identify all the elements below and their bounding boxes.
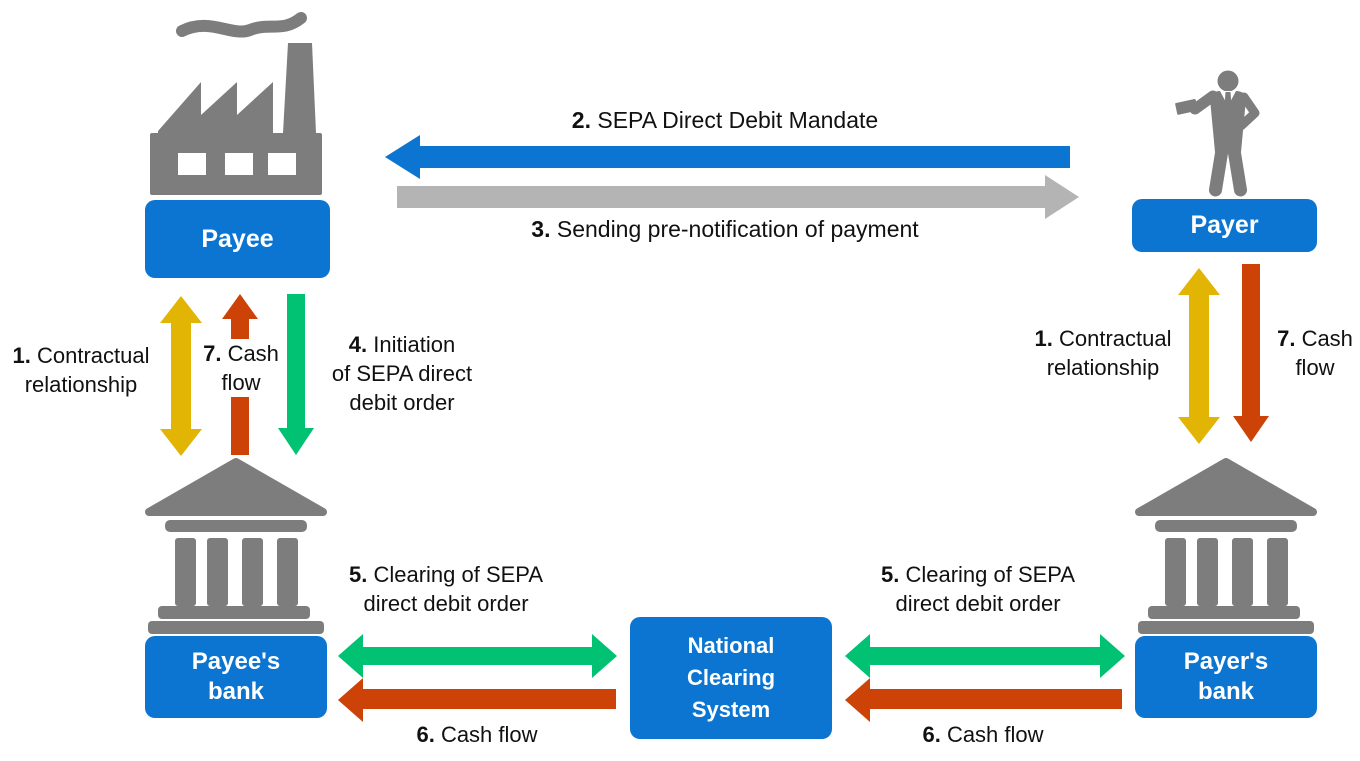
arrow-shaft	[418, 146, 1070, 168]
step-number: 2.	[571, 107, 591, 133]
payee-bank-label: Payee's	[191, 648, 281, 675]
arrow-head-down	[160, 429, 202, 456]
payer-bank-label: bank	[1197, 678, 1254, 705]
payee-bank-node: Payee's bank	[145, 636, 327, 718]
payer-bank-label: Payer's	[1183, 648, 1269, 675]
businessman-icon	[1175, 70, 1260, 197]
step-text: debit order	[349, 390, 455, 415]
arrow-head-left	[338, 634, 363, 678]
arrow-head-right	[1100, 634, 1125, 678]
arrow-shaft	[397, 186, 1045, 208]
payer-node-label: Payer	[1190, 211, 1259, 239]
arrow-shaft	[868, 647, 1102, 665]
arrow-shaft	[361, 647, 594, 665]
arrow-head-left	[845, 678, 870, 722]
arrow-shaft	[1189, 293, 1209, 419]
factory-icon	[150, 12, 322, 195]
step-number: 1.	[1034, 326, 1053, 351]
ncs-label: Clearing	[686, 665, 776, 690]
step-text: Cash flow	[440, 722, 538, 747]
payer-bank-icon	[1135, 458, 1317, 634]
arrow-head-down	[1233, 416, 1269, 442]
label-step7-right: 7. Cash flow	[1272, 324, 1358, 382]
arrow-head-left	[385, 135, 420, 179]
step-text: relationship	[24, 372, 138, 397]
label-step5-left: 5. Clearing of SEPA direct debit order	[335, 560, 557, 618]
step-text: Clearing of SEPA	[373, 562, 544, 587]
label-step6-right: 6. Cash flow	[858, 720, 1108, 749]
payee-bank-icon	[145, 458, 327, 634]
label-step5-right: 5. Clearing of SEPA direct debit order	[867, 560, 1089, 618]
step-text: Contractual	[36, 343, 150, 368]
step-text: Cash flow	[946, 722, 1044, 747]
step-text: Cash	[227, 341, 279, 366]
arrow-shaft	[1242, 264, 1260, 418]
step-text: relationship	[1046, 355, 1160, 380]
payer-node: Payer	[1132, 199, 1317, 252]
arrow-head-left	[845, 634, 870, 678]
step-number: 6.	[922, 722, 941, 747]
payee-node-label: Payee	[201, 224, 274, 253]
step-text: flow	[221, 370, 261, 395]
payee-node: Payee	[145, 200, 330, 278]
step-text: Sending pre-notification of payment	[556, 216, 919, 242]
step-text: Initiation	[373, 332, 456, 357]
arrow-head-down	[1178, 417, 1220, 444]
step-text: flow	[1295, 355, 1335, 380]
label-step1-right: 1. Contractual relationship	[1023, 324, 1183, 382]
step-text: Cash	[1301, 326, 1353, 351]
arrow-head-right	[592, 634, 617, 678]
step-number: 6.	[416, 722, 435, 747]
step-text: SEPA Direct Debit Mandate	[597, 107, 879, 133]
arrow-head-left	[338, 678, 363, 722]
label-step7-left: 7. Cash flow	[198, 339, 284, 397]
label-step3-pre-notification: 3. Sending pre-notification of payment	[450, 215, 1000, 244]
arrow-shaft	[868, 689, 1122, 709]
ncs-label: National	[687, 633, 775, 658]
arrow-head-right	[1045, 175, 1079, 219]
label-step1-left: 1. Contractual relationship	[2, 341, 160, 399]
national-clearing-system-node: National Clearing System	[630, 617, 832, 739]
payer-bank-node: Payer's bank	[1135, 636, 1317, 718]
step-number: 5.	[348, 562, 368, 587]
arrow-head-up	[1178, 268, 1220, 295]
ncs-label: System	[691, 697, 771, 722]
label-step6-left: 6. Cash flow	[352, 720, 602, 749]
step-text: direct debit order	[895, 591, 1061, 616]
arrow-head-down	[278, 428, 314, 455]
step-number: 7.	[1277, 326, 1296, 351]
step-text: of SEPA direct	[331, 361, 473, 386]
step-number: 5.	[880, 562, 900, 587]
arrow-head-up	[222, 294, 258, 319]
arrow-shaft	[287, 294, 305, 430]
step-number: 3.	[531, 216, 551, 242]
step-number: 7.	[203, 341, 222, 366]
step-text: direct debit order	[363, 591, 529, 616]
step-text: Contractual	[1058, 326, 1172, 351]
payee-bank-label: bank	[207, 678, 264, 705]
step-number: 1.	[12, 343, 31, 368]
arrow-shaft	[361, 689, 616, 709]
label-step2-sdd-mandate: 2. SEPA Direct Debit Mandate	[450, 106, 1000, 135]
step-number: 4.	[348, 332, 368, 357]
step-text: Clearing of SEPA	[905, 562, 1076, 587]
label-step4-initiation: 4. Initiation of SEPA direct debit order	[318, 330, 486, 417]
arrow-shaft	[171, 321, 191, 431]
arrow-head-up	[160, 296, 202, 323]
